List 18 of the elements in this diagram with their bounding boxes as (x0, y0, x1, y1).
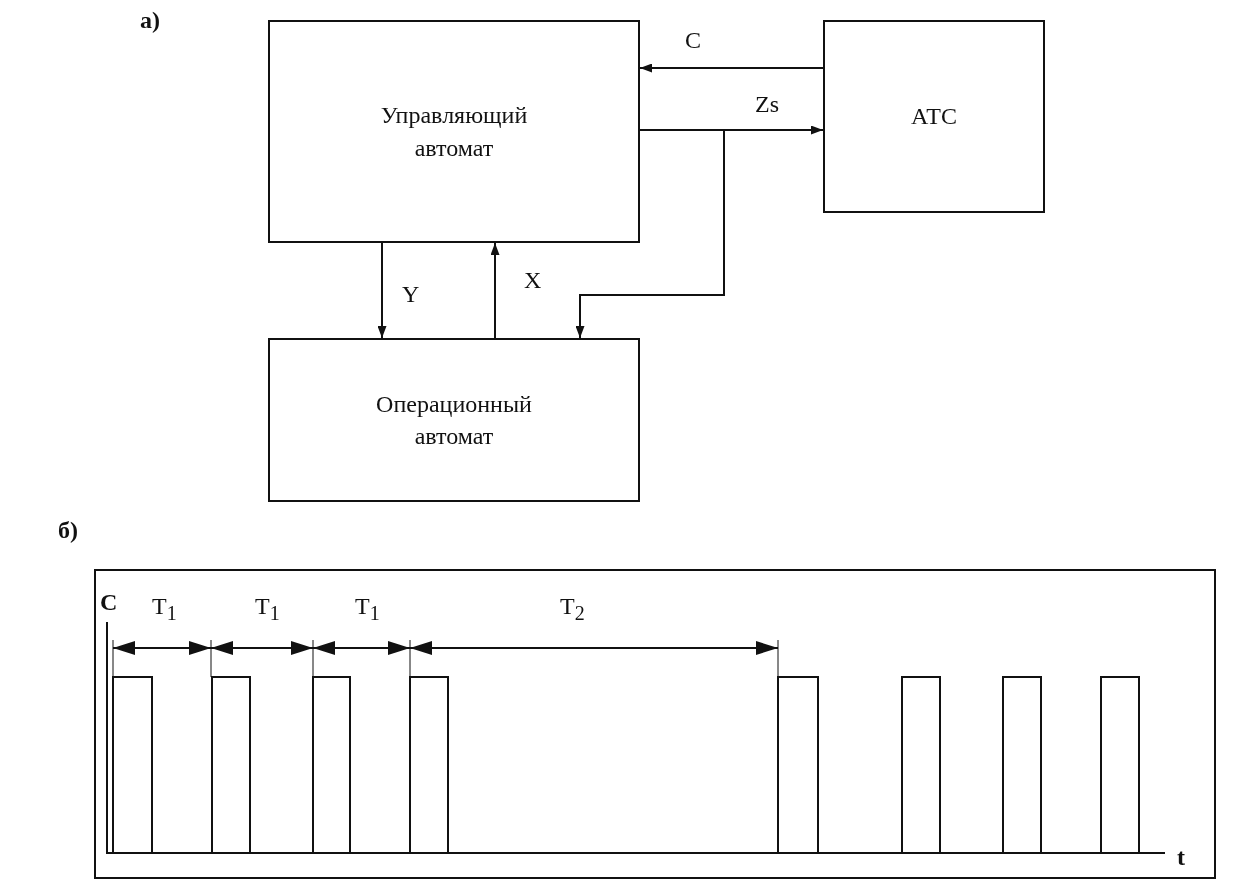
period-label: T$_{1}$ (152, 594, 177, 623)
signal-name: C (100, 590, 118, 614)
arrow (490, 242, 500, 339)
period-label: T$_{1}$ (355, 594, 380, 623)
arrow (575, 129, 725, 339)
process-box (268, 20, 640, 243)
box-label: АТС (911, 102, 957, 132)
period-label: T$_{2}$ (560, 594, 585, 623)
arrow (377, 242, 387, 339)
process-box (268, 338, 640, 502)
arrow (639, 63, 824, 73)
process-box (823, 20, 1045, 213)
period-label: T$_{1}$ (255, 594, 280, 623)
panel-label: б) (58, 518, 78, 542)
box-label: Управляющий автомат (379, 101, 529, 163)
panel-label: а) (140, 8, 160, 32)
box-label: Операционный автомат (375, 389, 533, 451)
axis-label: t (1177, 845, 1185, 869)
